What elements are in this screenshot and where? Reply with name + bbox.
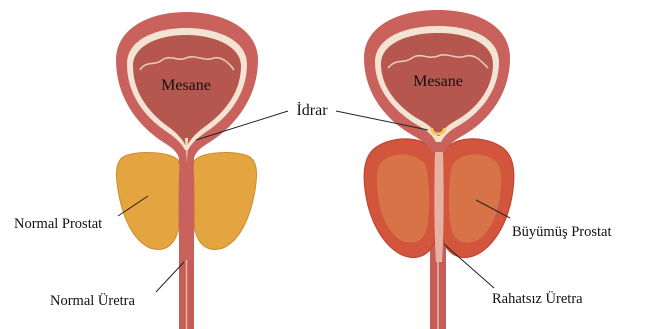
urine-label: İdrar [296, 101, 328, 119]
normal-anatomy: Mesane [116, 12, 258, 329]
normal-prostate-left-lobe [116, 153, 181, 250]
bladder-label-enlarged: Mesane [413, 73, 463, 90]
bladder-label-normal: Mesane [161, 77, 211, 94]
enlarged-anatomy: Mesane [364, 10, 514, 329]
annotations: İdrar Normal Prostat Normal Üretra Büyüm… [14, 101, 612, 309]
troubled-urethra-prostatic [434, 148, 443, 262]
normal-prostate-label: Normal Prostat [14, 216, 102, 232]
troubled-urethra-label: Rahatsız Üretra [492, 290, 583, 307]
enlarged-prostate-label: Büyümüş Prostat [512, 224, 612, 240]
normal-prostate-right-lobe [191, 153, 256, 250]
normal-urethra-label: Normal Üretra [50, 292, 136, 309]
normal-urethra-prostatic [179, 150, 195, 260]
